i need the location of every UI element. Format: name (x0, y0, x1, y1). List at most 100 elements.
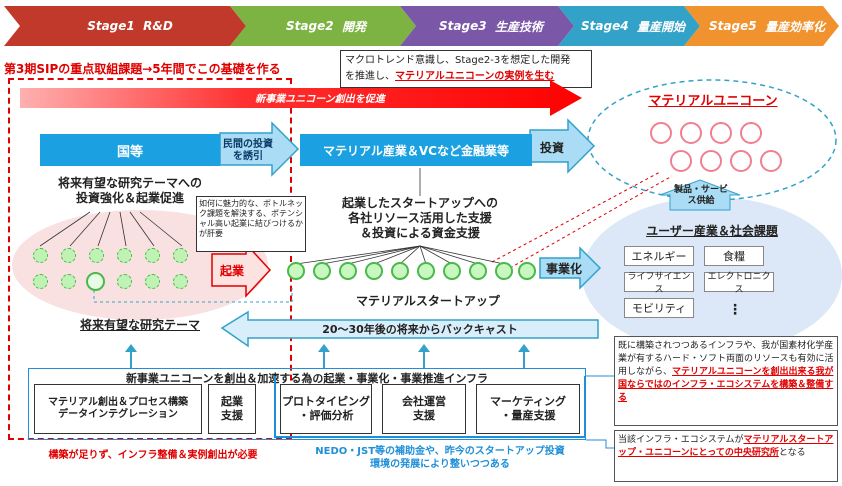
startup-circle (443, 262, 461, 280)
up-arrow-shaft (323, 352, 325, 368)
bottom-blue-text: NEDO・JST等の補助金や、昨今のスタートアップ投資 環境の発展により整いつつ… (290, 446, 590, 471)
unicorn-circle (710, 122, 732, 144)
fan-line (139, 211, 183, 247)
unicorn-circle (760, 150, 782, 172)
research-circle (61, 274, 76, 289)
stage4-chevron (558, 6, 700, 46)
unicorn-circle (730, 150, 752, 172)
research-invest-line1: 将来有望な研究テーマへの (57, 176, 202, 190)
startup-circle (365, 262, 383, 280)
supply-label: 製品・サービス供給 (673, 184, 728, 206)
up-arrow (125, 344, 137, 352)
user-item: モビリティ (624, 298, 694, 318)
center-note-pre: 当該インフラ・エコシステムが (618, 435, 744, 445)
sip-title: 第3期SIPの重点取組課題→5年間でこの基礎を作る (4, 62, 281, 76)
startup-circle (339, 262, 357, 280)
fan-line (419, 245, 479, 265)
backcast-arrow (220, 310, 599, 348)
infra-box-line1: マーケティング (489, 395, 567, 409)
research-circle (173, 274, 188, 289)
infra-box-line2: 支援 (413, 409, 435, 422)
private-invest-label: 民間の投資を誘引 (223, 138, 273, 163)
up-arrow-shaft (423, 352, 425, 368)
new-business-arrow (20, 80, 582, 116)
research-invest-line2: 投資強化＆起業促進 (75, 191, 184, 205)
stage5-chevron (684, 6, 839, 46)
infra-blue-bracket (274, 376, 586, 438)
startup-label: マテリアルスタートアップ (356, 294, 500, 308)
up-arrow (518, 344, 530, 352)
kigyo-label: 起業 (219, 263, 244, 278)
research-circle (145, 248, 160, 263)
jigyoka-label: 事業化 (545, 261, 582, 276)
fan-line (419, 245, 427, 265)
up-arrow (318, 344, 330, 352)
fan-line (39, 211, 91, 247)
infra-box-line1: プロトタイピング (282, 395, 370, 409)
industry-box: マテリアル産業＆VCなど金融業等 (300, 134, 532, 166)
infra-box-line1: マテリアル創出＆プロセス構築 (48, 396, 188, 408)
up-arrow-shaft (523, 352, 525, 368)
infra-box-line1: 会社運営 (402, 395, 446, 409)
center-note-highlight: マテリアルスタートアップ・ユニコーンにとっての中央研究所 (618, 435, 834, 458)
bottom-blue-line1: NEDO・JST等の補助金や、昨今のスタートアップ投資 (315, 446, 565, 457)
stage3-label: Stage3 生産技術 (439, 19, 543, 34)
supply-arrow (659, 179, 741, 211)
center-note-connector (586, 439, 614, 449)
unicorn-circle (670, 150, 692, 172)
research-circle (173, 248, 188, 263)
user-item: エレクトロニクス (704, 272, 774, 295)
user-item: ライフサイエンス (624, 272, 694, 295)
bottom-blue-line2: 環境の発展により整いつつある (370, 458, 510, 470)
infra-box-prototype: プロトタイピング ・評価分析 (280, 384, 372, 434)
research-circle (117, 248, 132, 263)
fan-line (399, 245, 421, 265)
stage-chevron-bar (4, 6, 839, 46)
fan-line (97, 211, 111, 247)
research-label: 将来有望な研究テーマ (79, 318, 200, 332)
toushi-label: 投資 (539, 140, 564, 155)
stage1-chevron (4, 6, 246, 46)
startup-to-unicorn-line (491, 171, 661, 263)
macro-note-prefix: を推進し、 (345, 71, 395, 82)
unicorn-circle (740, 122, 762, 144)
fan-line (129, 211, 155, 247)
startup-circle (495, 262, 513, 280)
infra-box-marketing: マーケティング ・量産支援 (476, 384, 580, 434)
user-more: ⋮ (728, 302, 742, 318)
fan-line (119, 211, 127, 247)
research-circle (33, 248, 48, 263)
research-circle-highlight (86, 272, 105, 291)
fan-line (419, 245, 505, 265)
startup-circle (391, 262, 409, 280)
startup-circle (313, 262, 331, 280)
unicorn-circle (680, 122, 702, 144)
infra-box-line2: データインテグレーション (58, 409, 178, 420)
startup-circle (469, 262, 487, 280)
research-invest-text: 将来有望な研究テーマへの 投資強化＆起業促進 (40, 176, 220, 206)
stage3-chevron (400, 6, 574, 46)
infra-box-line2: ・量産支援 (500, 409, 556, 422)
up-arrow-shaft (130, 352, 132, 368)
startup-to-unicorn-line (509, 175, 673, 269)
center-note-post: となる (778, 448, 806, 458)
macro-note-highlight: マテリアルユニコーンの実例を生む (395, 71, 555, 82)
up-arrow (418, 344, 430, 352)
attract-note: 如何に魅力的な、ボトルネック課題を解決する、ポテンシャル高い起業に結びつけるかが… (196, 196, 306, 252)
infra-note-highlight: マテリアルユニコーンを創出出来る我が国ならではのインフラ・エコシステムを構築＆整… (618, 367, 834, 403)
stage2-chevron (230, 6, 416, 46)
startup-support-text: 起業したスタートアップへの 各社リソース活用した支援 ＆投資による資金支援 (322, 196, 518, 241)
bottom-red-text: 構築が足りず、インフラ整備＆実例創出が必要 (48, 450, 258, 461)
unicorn-circle (700, 150, 722, 172)
infra-box-management: 会社運営 支援 (382, 384, 466, 434)
stage2-label: Stage2 開発 (286, 19, 366, 34)
infra-box-line2: 支援 (221, 409, 243, 422)
startup-support-line3: ＆投資による資金支援 (360, 226, 480, 240)
fan-line (69, 211, 101, 247)
infra-box-material: マテリアル創出＆プロセス構築 データインテグレーション (34, 384, 202, 434)
research-circle (145, 274, 160, 289)
startup-support-line1: 起業したスタートアップへの (341, 196, 498, 210)
stage5-label: Stage5 量産効率化 (709, 19, 825, 34)
kuni-box: 国等 (40, 134, 220, 166)
unicorn-circle (650, 122, 672, 144)
